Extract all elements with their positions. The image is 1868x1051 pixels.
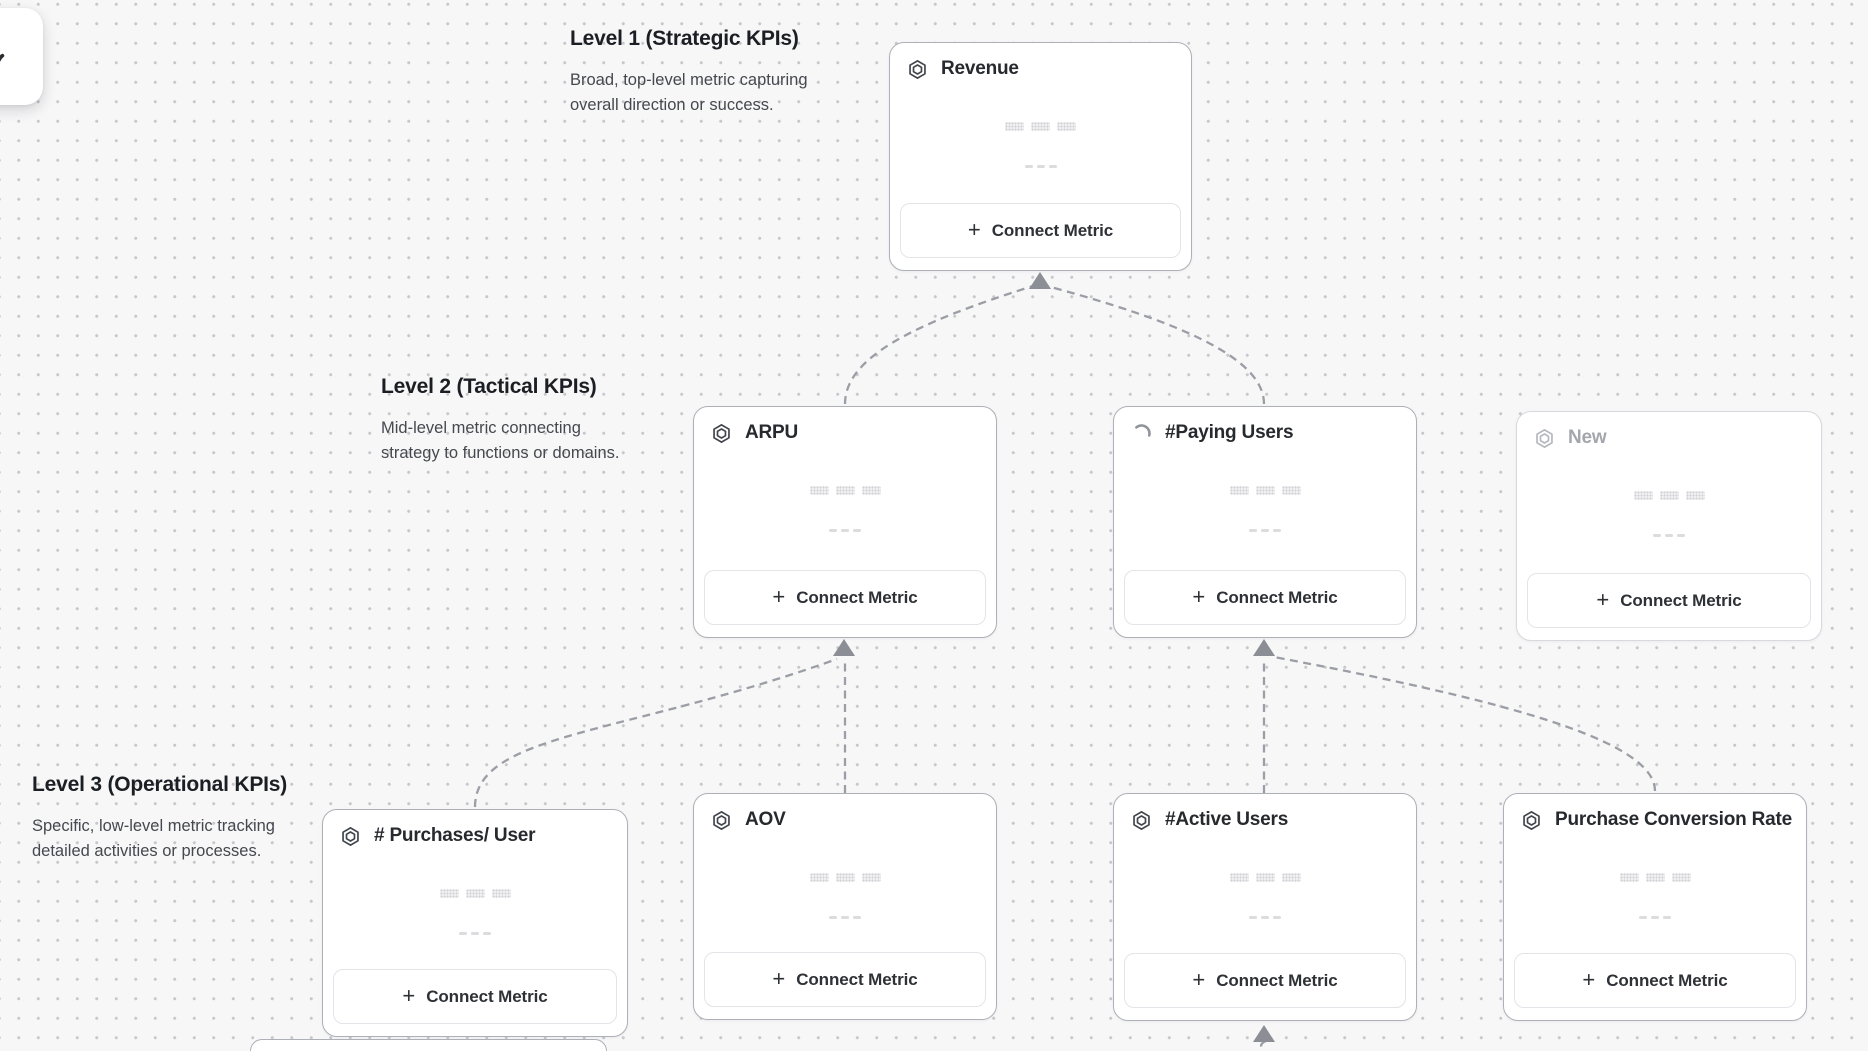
skeleton-dots [694, 529, 996, 532]
level-description-line2: detailed activities or processes. [32, 842, 262, 860]
connector-purchases-per-user-to-arpu [473, 657, 838, 808]
metric-card-purchases-per-user[interactable]: # Purchases/ User + Connect Metric [322, 809, 628, 1037]
hexagon-icon [1521, 810, 1542, 831]
hexagon-icon [340, 826, 361, 847]
hexagon-icon [711, 423, 732, 444]
arrowhead-icon [833, 639, 855, 656]
connect-metric-label: Connect Metric [426, 986, 548, 1006]
skeleton-dots [890, 165, 1191, 168]
connect-metric-button[interactable]: + Connect Metric [1124, 570, 1406, 625]
arrowhead-icon [1253, 1025, 1275, 1042]
metric-card-aov[interactable]: AOV + Connect Metric [693, 793, 997, 1020]
level-annotation: Level 1 (Strategic KPIs) Broad, top-leve… [570, 27, 860, 118]
skeleton-bars [1517, 491, 1821, 500]
skeleton-dots [1114, 529, 1416, 532]
metric-card-title: Revenue [941, 58, 1019, 79]
skeleton-bars [890, 122, 1191, 131]
plus-icon: + [967, 216, 981, 242]
level-description-line2: overall direction or success. [570, 96, 774, 114]
plus-icon: + [1582, 966, 1596, 992]
skeleton-dots [694, 916, 996, 919]
arrowhead-icon [1029, 272, 1051, 289]
connect-metric-label: Connect Metric [796, 969, 918, 989]
metric-card-new[interactable]: New + Connect Metric [1516, 411, 1822, 641]
skeleton-bars [1114, 486, 1416, 495]
hexagon-icon [1131, 810, 1152, 831]
metric-card-revenue[interactable]: Revenue + Connect Metric [889, 42, 1192, 271]
metric-card-active-users[interactable]: #Active Users + Connect Metric [1113, 793, 1417, 1021]
level-annotation: Level 2 (Tactical KPIs) Mid-level metric… [381, 375, 681, 466]
connect-metric-label: Connect Metric [1606, 970, 1728, 990]
plus-icon: + [1192, 583, 1206, 609]
metric-card-title: #Active Users [1165, 809, 1289, 830]
metric-card-title: AOV [745, 809, 786, 830]
connect-metric-button[interactable]: + Connect Metric [1124, 953, 1406, 1008]
connect-metric-label: Connect Metric [796, 587, 918, 607]
skeleton-dots [323, 932, 627, 935]
plus-icon: + [402, 982, 416, 1008]
partial-metric-card[interactable] [250, 1039, 607, 1051]
connect-metric-button[interactable]: + Connect Metric [1514, 953, 1796, 1008]
plus-icon: + [1596, 586, 1610, 612]
connect-metric-label: Connect Metric [991, 220, 1114, 240]
metric-card-title: # Purchases/ User [374, 825, 536, 846]
level-title: Level 2 (Tactical KPIs) [381, 375, 597, 398]
plus-icon: + [772, 583, 786, 609]
skeleton-dots [1517, 534, 1821, 537]
level-title: Level 3 (Operational KPIs) [32, 773, 288, 796]
connect-metric-button[interactable]: + Connect Metric [704, 952, 986, 1007]
connect-metric-label: Connect Metric [1620, 590, 1742, 610]
arrowhead-icon [1253, 639, 1275, 656]
skeleton-bars [1114, 873, 1416, 882]
level-description-line1: Mid-level metric connecting [381, 419, 581, 437]
skeleton-dots [1114, 916, 1416, 919]
metric-card-title: New [1568, 427, 1607, 448]
metric-card-paying-users[interactable]: #Paying Users + Connect Metric [1113, 406, 1417, 638]
hexagon-icon [1534, 428, 1555, 449]
plus-icon: + [772, 965, 786, 991]
plus-icon: + [1192, 966, 1206, 992]
metric-card-purchase-conversion-rate[interactable]: Purchase Conversion Rate + Connect Metri… [1503, 793, 1807, 1021]
skeleton-bars [323, 889, 627, 898]
level-description-line1: Specific, low-level metric tracking [32, 817, 275, 835]
skeleton-bars [694, 873, 996, 882]
connect-metric-label: Connect Metric [1216, 587, 1338, 607]
skeleton-bars [694, 486, 996, 495]
metric-card-arpu[interactable]: ARPU + Connect Metric [693, 406, 997, 638]
hexagon-icon [711, 810, 732, 831]
connect-metric-button[interactable]: + Connect Metric [704, 570, 986, 625]
skeleton-bars [1504, 873, 1806, 882]
spinner-icon [1131, 423, 1152, 444]
connect-metric-label: Connect Metric [1216, 970, 1338, 990]
hexagon-icon [907, 59, 928, 80]
connector-arpu-to-revenue [843, 284, 1034, 405]
connect-metric-button[interactable]: + Connect Metric [1527, 573, 1811, 628]
metric-card-title: ARPU [745, 422, 799, 443]
toolbar-panel[interactable] [0, 8, 43, 105]
metric-card-title: Purchase Conversion Rate [1555, 809, 1793, 830]
skeleton-dots [1504, 916, 1806, 919]
level-title: Level 1 (Strategic KPIs) [570, 27, 799, 50]
connector-paying-users-to-revenue [1046, 284, 1266, 405]
metric-card-title: #Paying Users [1165, 422, 1294, 443]
connect-metric-button[interactable]: + Connect Metric [900, 203, 1181, 258]
level-description-line1: Broad, top-level metric capturing [570, 71, 808, 89]
connect-metric-button[interactable]: + Connect Metric [333, 969, 617, 1024]
level-annotation: Level 3 (Operational KPIs) Specific, low… [32, 773, 342, 864]
level-description-line2: strategy to functions or domains. [381, 444, 620, 462]
connector-offscreen-bottom-to-active-users [1259, 1039, 1267, 1048]
connector-purchase-conversion-rate-to-paying-users [1273, 655, 1657, 792]
